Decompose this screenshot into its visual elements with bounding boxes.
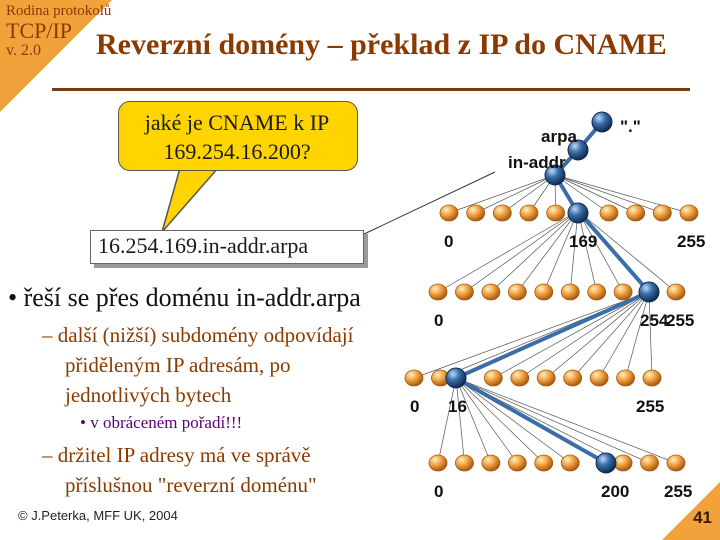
leaf-node-l1-9 <box>680 205 698 221</box>
bullet-sub-2-line-2: příslušnou "reverzní doménu" <box>42 470 317 500</box>
level4-last-label: 255 <box>664 482 692 501</box>
level4-first-label: 0 <box>434 482 443 501</box>
leaf-node-l4-1 <box>455 455 473 471</box>
path-level2 <box>578 211 649 292</box>
leaf-node-l3-5 <box>537 370 555 386</box>
level1-first-label: 0 <box>444 232 453 251</box>
tree-branch-l2-0 <box>438 211 578 292</box>
page-number: 41 <box>693 508 712 528</box>
leaf-node-l4-7 <box>614 455 632 471</box>
leaf-node-l4-9 <box>667 455 685 471</box>
leaf-node-l1-8 <box>653 205 671 221</box>
leaf-node-l2-4 <box>535 284 553 300</box>
leaf-node-l1-4 <box>547 205 565 221</box>
leaf-node-l1-2 <box>493 205 511 221</box>
question-line-2: 169.254.16.200? <box>118 137 356 166</box>
bullet-subsub: • v obráceném pořadí!!! <box>80 413 242 433</box>
tree-branch-l4-3 <box>456 378 517 463</box>
leaf-node-l3-7 <box>590 370 608 386</box>
level3-first-label: 0 <box>410 397 419 416</box>
level2-selected-label: 254 <box>640 311 669 330</box>
callout-tail <box>162 168 218 232</box>
level1-last-label: 255 <box>677 232 705 251</box>
leaf-node-l3-0 <box>405 370 423 386</box>
leaf-node-l4-2 <box>482 455 500 471</box>
leaf-node-l2-9 <box>667 284 685 300</box>
root-node <box>592 112 612 132</box>
tree-branch-l3-5 <box>546 292 649 378</box>
leaf-node-l4-4 <box>535 455 553 471</box>
bullet-sub-1-line-1: – další (nižší) subdomény odpovídají <box>42 320 353 350</box>
in-addr-label: in-addr <box>508 153 566 172</box>
level3-selected-label: 16 <box>448 397 467 416</box>
leaf-node-l3-9 <box>643 370 661 386</box>
leaf-node-l2-3 <box>508 284 526 300</box>
bullet-sub-2: – držitel IP adresy má ve správě přísluš… <box>42 440 317 500</box>
level2-last-label: 255 <box>666 311 694 330</box>
leaf-node-l2-5 <box>561 284 579 300</box>
tree-branch-l2-3 <box>517 211 578 292</box>
leaf-node-l2-6 <box>588 284 606 300</box>
leaf-node-l4-8 <box>641 455 659 471</box>
question-line-1: jaké je CNAME k IP <box>118 108 356 137</box>
level4-selected-label: 200 <box>601 482 629 501</box>
level1-selected-label: 169 <box>569 232 597 251</box>
bullet-main: • řeší se přes doménu in-addr.arpa <box>8 283 361 313</box>
bullet-sub-1: – další (nižší) subdomény odpovídají při… <box>42 320 353 410</box>
tree-branch-l1-1 <box>476 175 555 213</box>
question-text: jaké je CNAME k IP 169.254.16.200? <box>118 108 356 166</box>
root-label: "." <box>620 117 641 136</box>
tree-branch-l3-0 <box>414 292 649 378</box>
bullet-sub-1-line-2: přiděleným IP adresám, po <box>42 350 353 380</box>
leaf-node-l1-6 <box>600 205 618 221</box>
leaf-node-l2-7 <box>614 284 632 300</box>
leaf-node-l1-7 <box>627 205 645 221</box>
selected-node-level4 <box>596 453 616 473</box>
tree-branch-l4-0 <box>438 378 456 463</box>
tree-branch-l2-7 <box>578 211 623 292</box>
reverse-name-text: 16.254.169.in-addr.arpa <box>98 233 308 259</box>
level2-first-label: 0 <box>434 311 443 330</box>
selected-node-level2 <box>639 282 659 302</box>
leaf-node-l2-0 <box>429 284 447 300</box>
tree-branch-l2-9 <box>578 211 676 292</box>
leaf-node-l1-3 <box>520 205 538 221</box>
path-level3 <box>456 292 649 378</box>
leaf-node-l3-6 <box>564 370 582 386</box>
leaf-node-l4-0 <box>429 455 447 471</box>
leaf-node-l3-4 <box>511 370 529 386</box>
leaf-node-l1-0 <box>440 205 458 221</box>
leaf-node-l1-1 <box>467 205 485 221</box>
leaf-node-l4-3 <box>508 455 526 471</box>
tree-branch-l4-9 <box>456 378 676 463</box>
leaf-node-l2-1 <box>455 284 473 300</box>
bullet-sub-1-line-3: jednotlivých bytech <box>42 380 353 410</box>
tree-branch-l4-1 <box>456 378 464 463</box>
footer-author: © J.Peterka, MFF UK, 2004 <box>18 508 178 523</box>
leaf-node-l3-8 <box>617 370 635 386</box>
leaf-node-l3-3 <box>484 370 502 386</box>
level3-last-label: 255 <box>636 397 664 416</box>
selected-node-level1 <box>568 203 588 223</box>
leaf-node-l4-5 <box>561 455 579 471</box>
selected-node-level3 <box>446 368 466 388</box>
bullet-sub-2-line-1: – držitel IP adresy má ve správě <box>42 440 317 470</box>
tree-branch-l3-9 <box>649 292 652 378</box>
arpa-label: arpa <box>541 127 577 146</box>
leaf-node-l2-2 <box>482 284 500 300</box>
tree-branch-l3-3 <box>493 292 649 378</box>
tree-branch-l2-2 <box>491 211 578 292</box>
